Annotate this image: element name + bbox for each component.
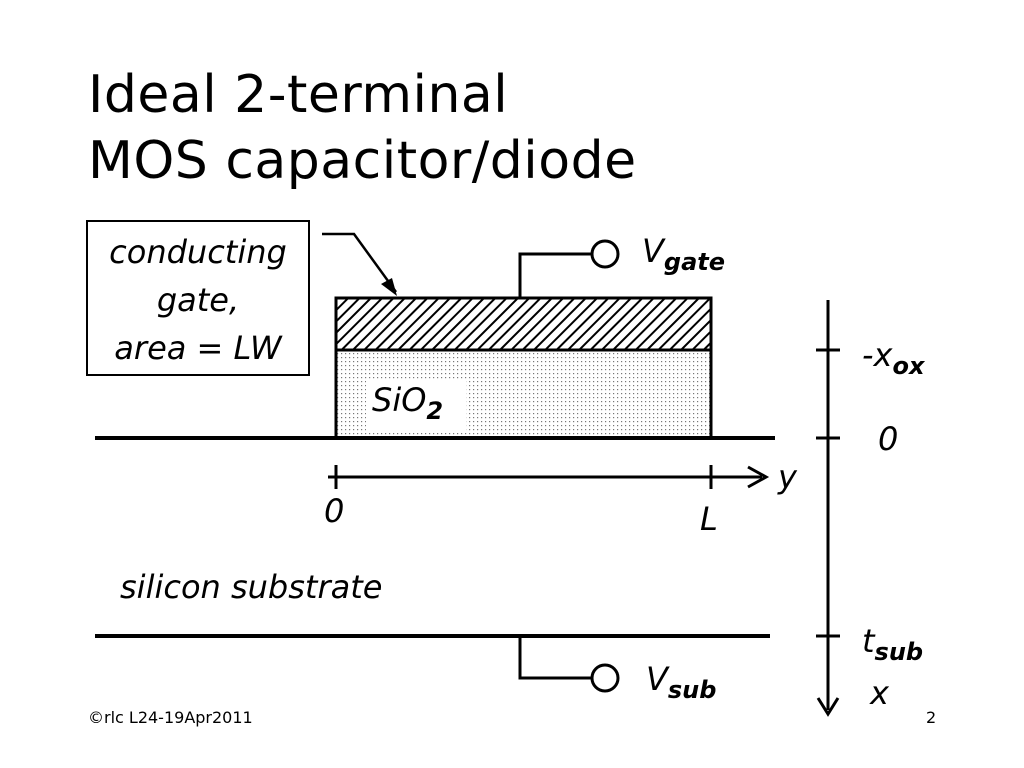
vsub-label-sub: sub [667,676,717,704]
y-axis-label: y [778,458,797,496]
oxide-label-sub: 2 [426,397,444,425]
xox-label-main: -x [862,336,893,374]
tsub-label-main: t [862,622,875,660]
xox-label-sub: ox [892,352,925,380]
vgate-label: Vgate [642,232,725,276]
gate-terminal-node[interactable] [590,239,620,269]
tsub-label-sub: sub [874,638,924,666]
oxide-label-background [366,380,466,432]
substrate-label: silicon substrate [120,568,383,606]
callout-line-1: conducting [109,233,287,271]
x-axis-label: x [870,674,889,712]
vgate-label-sub: gate [663,248,726,276]
y-axis-arrowhead [747,465,770,489]
callout-line-2: gate, [156,281,240,319]
footer-credit: ©rlc L24-19Apr2011 [88,708,253,727]
vsub-label-main: V [646,660,668,698]
substrate-terminal-node[interactable] [590,663,620,693]
tsub-label: tsub [862,622,923,666]
slide-title: Ideal 2-terminal MOS capacitor/diode [88,62,637,194]
x-zero-label: 0 [878,420,899,458]
xox-label: -xox [862,336,924,380]
callout-line-3: area = LW [114,329,282,367]
callout-pointer [322,232,398,293]
title-line-2: MOS capacitor/diode [88,131,637,191]
oxide-label-main: SiO [372,381,427,419]
callout-arrowhead [381,278,397,296]
title-line-1: Ideal 2-terminal [88,65,509,125]
vsub-label: Vsub [646,660,716,704]
y-zero-label: 0 [324,492,345,530]
slide-number: 2 [926,708,937,727]
substrate-terminal-wire [518,636,592,680]
gate-electrode [334,296,713,352]
vgate-label-main: V [642,232,664,270]
oxide-label: SiO2 [372,381,443,425]
gate-callout-box: conducting gate, area = LW [86,220,310,376]
y-L-label: L [700,500,718,538]
gate-terminal-wire [518,252,592,298]
x-axis-arrowhead [816,697,840,717]
